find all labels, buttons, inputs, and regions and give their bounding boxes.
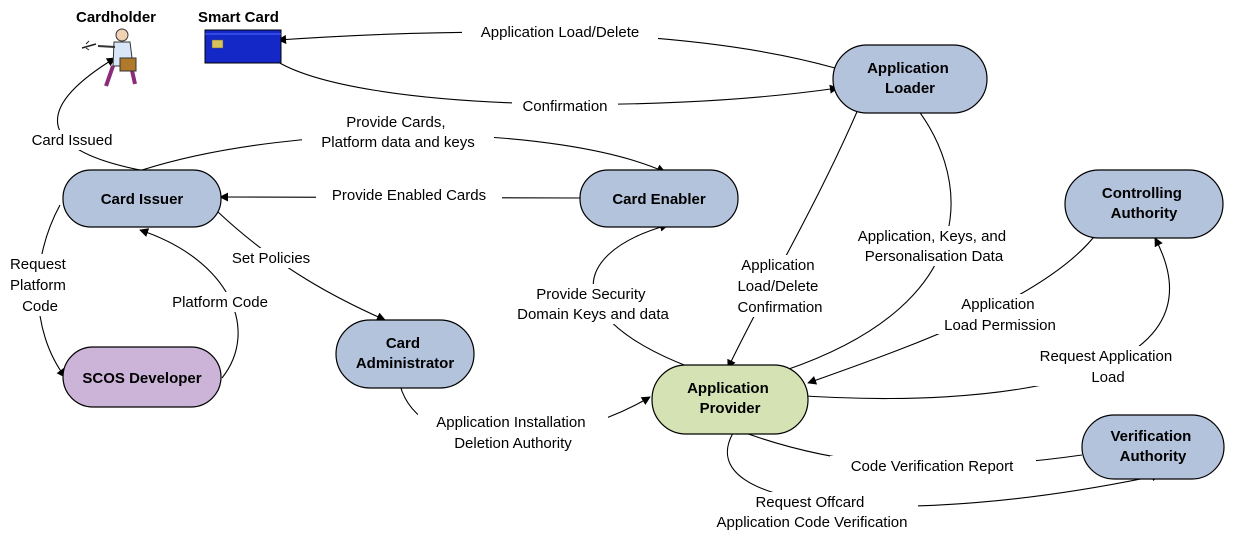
- node-card-enabler[interactable]: Card Enabler: [579, 169, 739, 228]
- edge-label-request-offcard-verification: Request Offcard Application Code Verific…: [717, 494, 908, 531]
- edge-set-policies: [217, 211, 386, 321]
- smart-card-icon: [204, 29, 282, 64]
- edge-label-application-load-permission: Application Load Permission: [944, 296, 1056, 334]
- edge-label-application-load-delete-confirmation: Application Load/Delete Confirmation: [737, 257, 822, 316]
- edge-label-request-platform-code: Request Platform Code: [10, 256, 70, 315]
- node-card-enabler-label: Card Enabler: [612, 191, 706, 208]
- edge-label-platform-code: Platform Code: [172, 294, 268, 311]
- cardholder-actor: Cardholder: [76, 9, 156, 87]
- node-card-issuer[interactable]: Card Issuer: [62, 169, 222, 228]
- edge-application-load-delete-confirmation: [727, 99, 863, 369]
- node-verification-authority-label: Verification Authority: [1110, 428, 1195, 465]
- edge-label-application-installation-deletion: Application Installation Deletion Author…: [436, 414, 589, 452]
- edge-label-application-keys-personalisation: Application, Keys, and Personalisation D…: [858, 228, 1011, 265]
- person-icon: [81, 28, 137, 87]
- edge-label-set-policies: Set Policies: [232, 250, 310, 267]
- node-application-provider-label: Application Provider: [687, 380, 773, 417]
- edge-label-confirmation: Confirmation: [522, 98, 607, 115]
- cardholder-label: Cardholder: [76, 9, 156, 26]
- nodes: Application Loader Card Issuer Card Enab…: [62, 44, 1225, 480]
- smart-card-actor: Smart Card: [198, 9, 282, 64]
- node-application-provider[interactable]: Application Provider: [651, 364, 809, 435]
- node-application-loader-label: Application Loader: [867, 60, 953, 97]
- node-controlling-authority-label: Controlling Authority: [1102, 185, 1186, 222]
- node-verification-authority[interactable]: Verification Authority: [1081, 414, 1225, 480]
- edge-card-issued: [57, 57, 141, 171]
- edge-label-provide-cards: Provide Cards, Platform data and keys: [321, 114, 474, 151]
- node-card-issuer-label: Card Issuer: [101, 191, 184, 208]
- edge-label-code-verification-report: Code Verification Report: [851, 458, 1014, 475]
- edge-label-provide-enabled-cards: Provide Enabled Cards: [332, 187, 486, 204]
- edge-labels: Application Load/Delete Confirmation Car…: [4, 22, 1192, 532]
- edge-label-application-load-delete: Application Load/Delete: [481, 24, 639, 41]
- edge-label-request-application-load: Request Application Load: [1040, 348, 1177, 386]
- node-scos-developer-label: SCOS Developer: [82, 370, 201, 387]
- edge-label-provide-security-domain-keys: Provide Security Domain Keys and data: [517, 286, 669, 323]
- edge-label-card-issued: Card Issued: [32, 132, 113, 149]
- node-scos-developer[interactable]: SCOS Developer: [62, 346, 222, 408]
- node-card-administrator[interactable]: Card Administrator: [335, 319, 475, 389]
- node-controlling-authority[interactable]: Controlling Authority: [1064, 169, 1224, 239]
- smart-card-label: Smart Card: [198, 9, 279, 26]
- node-card-administrator-label: Card Administrator: [356, 335, 455, 372]
- node-application-loader[interactable]: Application Loader: [832, 44, 988, 114]
